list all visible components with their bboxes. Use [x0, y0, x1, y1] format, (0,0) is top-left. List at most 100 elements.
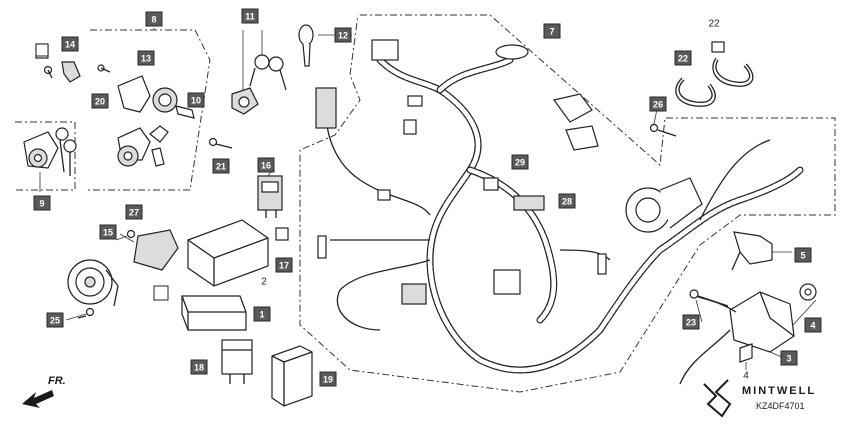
callout-number: 28 — [562, 197, 572, 207]
callout-number: 3 — [786, 354, 791, 364]
callout-29: 29 — [511, 154, 529, 170]
front-direction-label: FR. — [48, 375, 66, 387]
plug-cap-part-5 — [731, 231, 792, 271]
callout-20: 20 — [91, 93, 109, 109]
relay-part-19 — [271, 345, 313, 407]
callout-26: 26 — [649, 96, 667, 112]
callout-number: 21 — [216, 162, 226, 172]
callout-25: 25 — [46, 312, 64, 328]
ignition-coil-part-3 — [679, 291, 795, 385]
callout-number: 1 — [259, 310, 264, 320]
callout-number: 20 — [95, 97, 105, 107]
ignition-part-9 — [23, 127, 77, 192]
callout-16: 16 — [257, 157, 275, 173]
callout-22: 22 — [674, 50, 692, 66]
callout-number: 15 — [103, 228, 113, 238]
relay-part-16 — [257, 175, 283, 218]
leader-lines — [65, 28, 817, 327]
callout-box — [253, 306, 271, 322]
control-unit-part-2 — [187, 219, 269, 287]
callout-14: 14 — [61, 36, 79, 52]
callout-box — [190, 359, 208, 375]
callout-box — [212, 158, 230, 174]
callout-box — [543, 23, 561, 39]
callout-13: 13 — [137, 50, 155, 66]
callout-box — [257, 157, 275, 173]
group-outline-9 — [15, 121, 76, 191]
screw-part-21 — [208, 137, 233, 149]
callout-number: 17 — [279, 261, 289, 271]
callout-7: 7 — [543, 23, 561, 39]
callout-number: 25 — [50, 316, 60, 326]
callout-23: 23 — [682, 314, 700, 330]
callout-box — [91, 93, 109, 109]
callout-9: 9 — [33, 195, 51, 211]
callout-box — [780, 350, 798, 366]
callout-number: 10 — [191, 96, 201, 106]
group-outline-7 — [299, 14, 836, 393]
callout-27: 27 — [125, 204, 143, 220]
plain-label-2: 2 — [261, 277, 267, 288]
callout-box — [137, 50, 155, 66]
callout-box — [145, 11, 163, 27]
callout-box — [319, 371, 337, 387]
fuse-box-part-1 — [181, 295, 247, 331]
callout-box — [125, 204, 143, 220]
callout-number: 11 — [245, 12, 255, 22]
callout-number: 8 — [151, 15, 156, 25]
bolt-part-23 — [689, 289, 729, 307]
watermark-text: MINTWELL — [742, 385, 816, 397]
callout-5: 5 — [794, 247, 812, 263]
callout-number: 13 — [141, 54, 151, 64]
callout-11: 11 — [241, 8, 259, 24]
callout-box — [511, 154, 529, 170]
callout-18: 18 — [190, 359, 208, 375]
callout-15: 15 — [99, 224, 117, 240]
callout-number: 5 — [800, 251, 805, 261]
callout-4: 4 — [804, 317, 822, 333]
bolt-part-26 — [649, 123, 677, 137]
callout-box — [46, 312, 64, 328]
key-part-12 — [298, 24, 314, 67]
callout-box — [275, 257, 293, 273]
svg-text:22: 22 — [708, 19, 720, 30]
harness-connectors — [315, 39, 607, 305]
callout-12: 12 — [334, 27, 352, 43]
callout-number: 4 — [810, 321, 815, 331]
callout-box — [558, 193, 576, 209]
ignition-lock-part-8 — [117, 125, 169, 167]
key-set-part-11 — [231, 30, 287, 115]
callout-box — [674, 50, 692, 66]
callout-number: 16 — [261, 161, 271, 171]
clip-part-22 — [675, 41, 754, 107]
callout-3: 3 — [780, 350, 798, 366]
callout-1: 1 — [253, 306, 271, 322]
callout-10: 10 — [187, 92, 205, 108]
nut-part-4 — [739, 283, 817, 370]
callout-28: 28 — [558, 193, 576, 209]
plain-label-22: 22 — [708, 19, 720, 30]
empty-callout-box — [35, 43, 169, 301]
diagram-code: KZ4DF4701 — [756, 401, 805, 411]
seat-lock-part-13 — [97, 64, 195, 119]
callout-box — [682, 314, 700, 330]
callout-box — [241, 8, 259, 24]
callout-box — [33, 195, 51, 211]
screw-part-25 — [77, 307, 95, 319]
bracket-part-27 — [126, 229, 179, 271]
plain-label-4: 4 — [743, 371, 749, 382]
callout-21: 21 — [212, 158, 230, 174]
connector-part-17 — [275, 227, 289, 241]
callout-19: 19 — [319, 371, 337, 387]
callout-number: 9 — [39, 199, 44, 209]
relay-part-18 — [221, 339, 253, 384]
callout-number: 23 — [686, 318, 696, 328]
stator-connector — [625, 177, 703, 233]
callout-number: 29 — [515, 158, 525, 168]
front-direction-arrow-icon — [22, 390, 54, 408]
callout-box — [187, 92, 205, 108]
callout-number: 27 — [129, 208, 139, 218]
callout-box — [61, 36, 79, 52]
